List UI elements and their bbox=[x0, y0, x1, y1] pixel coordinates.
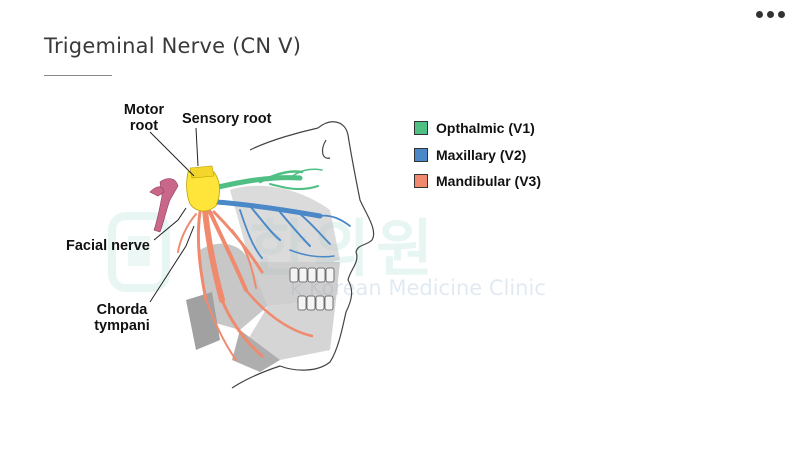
chorda-tympani-label-line1: Chorda bbox=[96, 302, 148, 318]
dot bbox=[777, 10, 785, 18]
legend: Opthalmic (V1) Maxillary (V2) Mandibular… bbox=[414, 119, 541, 199]
dot bbox=[766, 10, 774, 18]
more-options-icon[interactable] bbox=[752, 6, 788, 22]
maxillary-branch bbox=[213, 199, 351, 259]
ophthalmic-branch bbox=[211, 168, 323, 191]
sensory-root-label: Sensory root bbox=[182, 111, 272, 127]
legend-item-v2: Maxillary (V2) bbox=[414, 146, 541, 164]
motor-root-label-line1: Motor bbox=[123, 102, 165, 118]
title-underline bbox=[44, 75, 112, 76]
trigeminal-ganglion bbox=[186, 165, 220, 212]
facial-nerve bbox=[149, 178, 179, 233]
teeth bbox=[289, 267, 335, 311]
legend-label-v2: Maxillary (V2) bbox=[436, 146, 527, 163]
dot bbox=[755, 10, 763, 18]
leader-lines bbox=[149, 127, 199, 303]
legend-label-v1: Opthalmic (V1) bbox=[436, 120, 535, 136]
motor-root-label-line2: root bbox=[129, 118, 159, 134]
facial-nerve-label: Facial nerve bbox=[66, 238, 150, 254]
chorda-tympani-label-line2: tympani bbox=[94, 318, 150, 334]
legend-label-v3: Mandibular (V3) bbox=[436, 173, 542, 189]
motor-root-label: Motor root bbox=[116, 102, 172, 134]
legend-item-v1: Opthalmic (V1) bbox=[414, 119, 541, 137]
legend-item-v3: Mandibular (V3) bbox=[414, 172, 541, 190]
chorda-tympani-label: Chorda tympani bbox=[92, 302, 152, 334]
skull-shading bbox=[186, 185, 340, 372]
legend-swatch-v2 bbox=[414, 147, 428, 162]
slide-title: Trigeminal Nerve (CN V) bbox=[44, 34, 302, 58]
mandibular-branch bbox=[177, 207, 314, 361]
legend-swatch-v3 bbox=[414, 174, 428, 188]
legend-swatch-v1 bbox=[414, 121, 428, 135]
head-outline bbox=[231, 121, 375, 389]
